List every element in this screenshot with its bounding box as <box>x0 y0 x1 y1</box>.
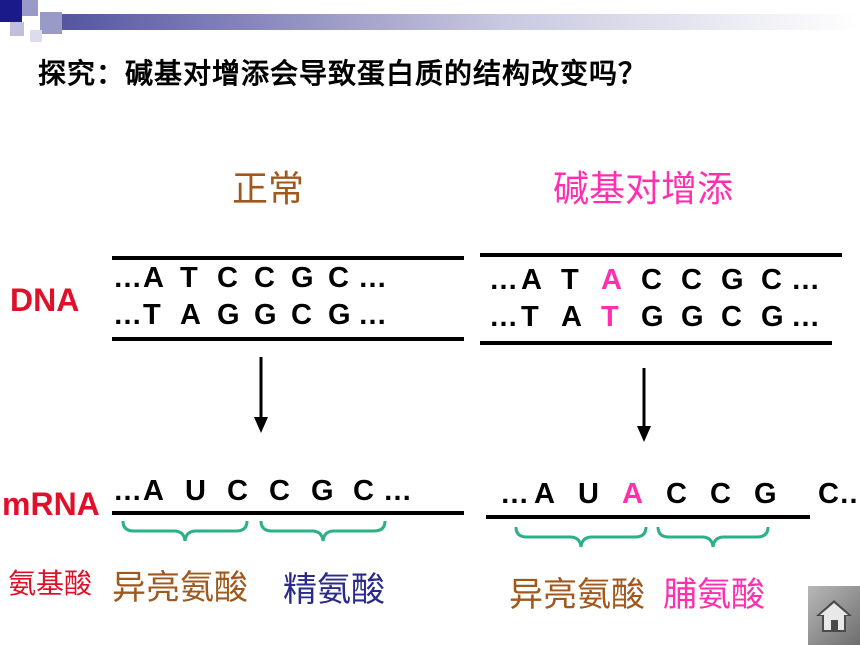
decor-square <box>10 22 24 36</box>
base: T <box>561 264 579 296</box>
dna-strand-line <box>480 253 842 257</box>
amino-acid-label: 氨基酸 <box>8 567 93 600</box>
base: C <box>269 475 290 507</box>
base: A <box>534 478 555 510</box>
dna-strand-line <box>112 256 464 260</box>
mrna-label: mRNA <box>2 486 100 522</box>
base: A <box>143 262 164 294</box>
dna-strand-line <box>480 341 832 345</box>
arrow-down-icon <box>637 368 651 442</box>
base: … <box>791 301 820 333</box>
base: C <box>721 301 742 333</box>
base: G <box>217 299 240 331</box>
base: A <box>180 299 201 331</box>
base: C <box>681 264 702 296</box>
header-bar <box>62 14 860 30</box>
base: … <box>358 262 387 294</box>
base: G <box>641 301 664 333</box>
base: C <box>217 262 238 294</box>
base: … <box>383 475 412 507</box>
base-inserted: A <box>622 478 643 510</box>
base: G <box>311 475 334 507</box>
arrow-down-icon <box>254 357 268 433</box>
base-inserted: A <box>601 264 622 296</box>
decor-square <box>30 30 42 42</box>
codon-brace-icon <box>656 526 770 548</box>
base: C <box>666 478 687 510</box>
dna-strand-line <box>112 337 464 341</box>
base: G <box>254 299 277 331</box>
base: C <box>761 264 782 296</box>
codon-brace-icon <box>259 520 387 542</box>
codon-brace-icon <box>121 520 249 542</box>
dna-label: DNA <box>10 282 80 318</box>
base: … <box>113 475 142 507</box>
base: C <box>291 299 312 331</box>
home-button[interactable] <box>808 586 860 645</box>
amino-normal-1: 异亮氨酸 <box>112 568 248 608</box>
base: … <box>500 478 529 510</box>
base: A <box>561 301 582 333</box>
base: G <box>761 301 784 333</box>
base: G <box>291 262 314 294</box>
base: A <box>143 475 164 507</box>
base: G <box>721 264 744 296</box>
heading-insertion: 碱基对增添 <box>553 169 734 210</box>
base: … <box>489 264 518 296</box>
base: T <box>180 262 198 294</box>
decor-square <box>22 0 38 16</box>
base: … <box>113 299 142 331</box>
base: U <box>185 475 206 507</box>
mrna-strand-line <box>486 515 810 519</box>
base: G <box>681 301 704 333</box>
base: C <box>641 264 662 296</box>
base: C <box>353 475 374 507</box>
decor-square <box>0 0 22 22</box>
base: A <box>521 264 542 296</box>
base: … <box>489 301 518 333</box>
base: … <box>113 262 142 294</box>
amino-insertion-2: 脯氨酸 <box>663 575 765 615</box>
base: G <box>328 299 351 331</box>
base: C <box>328 262 349 294</box>
home-icon <box>816 600 852 632</box>
base: C <box>227 475 248 507</box>
mrna-strand-line <box>112 511 464 515</box>
base: … <box>791 264 820 296</box>
base: … <box>358 299 387 331</box>
base: G <box>754 478 777 510</box>
heading-normal: 正常 <box>232 169 305 210</box>
base: T <box>143 299 161 331</box>
base: T <box>521 301 539 333</box>
amino-normal-2: 精氨酸 <box>283 570 385 610</box>
base: C <box>254 262 275 294</box>
page-title: 探究：碱基对增添会导致蛋白质的结构改变吗？ <box>38 57 648 90</box>
base: C… <box>818 478 860 510</box>
base-inserted: T <box>601 301 619 333</box>
decor-square <box>40 12 62 34</box>
base: U <box>578 478 599 510</box>
codon-brace-icon <box>514 526 648 548</box>
amino-insertion-1: 异亮氨酸 <box>509 575 645 615</box>
base: C <box>710 478 731 510</box>
